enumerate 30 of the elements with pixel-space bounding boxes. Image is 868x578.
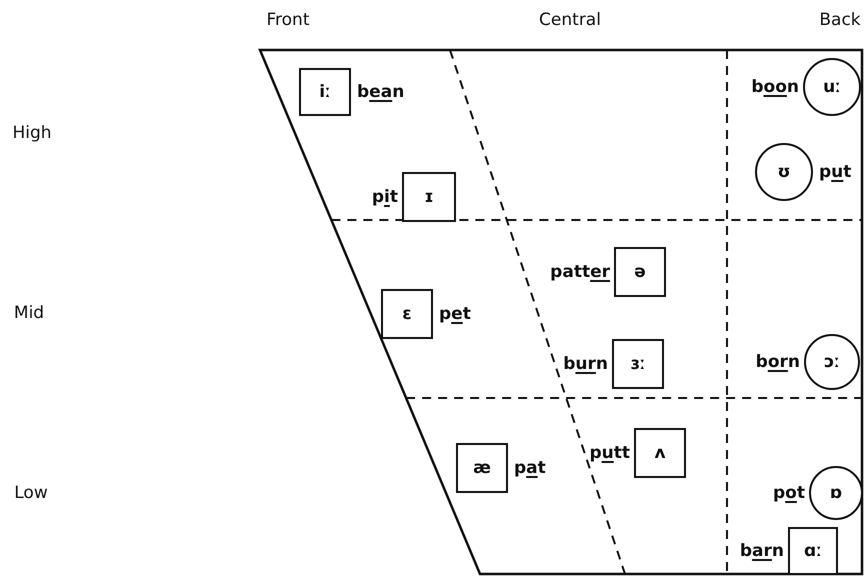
example-word: putt xyxy=(589,443,630,463)
example-word: patter xyxy=(550,262,610,282)
vowel-box: ə xyxy=(614,247,666,297)
vowel-box: ɜː xyxy=(612,339,664,389)
vowel-circle: uː xyxy=(803,58,861,116)
axis-label: High xyxy=(12,123,52,143)
example-word: barn xyxy=(740,541,784,561)
axis-label: Central xyxy=(539,10,601,30)
example-word: pit xyxy=(372,187,398,207)
example-word: pot xyxy=(773,483,805,503)
axis-label: Low xyxy=(14,483,48,503)
axis-label: Back xyxy=(819,10,861,30)
axis-label: Mid xyxy=(14,303,44,323)
vowel-box: ʌ xyxy=(634,428,686,478)
vowel-box: ɪ xyxy=(402,172,456,222)
axis-label: Front xyxy=(266,10,310,30)
example-word: born xyxy=(756,352,800,372)
vowel-box: iː xyxy=(299,68,351,116)
example-word: put xyxy=(819,162,852,182)
vowel-box: ɛ xyxy=(381,289,433,339)
vowel-circle: ɔː xyxy=(804,334,860,390)
vowel-circle: ʊ xyxy=(755,143,813,201)
example-word: boon xyxy=(751,77,799,97)
example-word: burn xyxy=(563,354,608,374)
example-word: bean xyxy=(357,82,404,102)
vowel-box: æ xyxy=(456,443,508,493)
example-word: pet xyxy=(439,304,471,324)
vowel-box: ɑː xyxy=(788,527,838,575)
vowel-circle: ɒ xyxy=(809,466,863,520)
example-word: pat xyxy=(514,458,546,478)
